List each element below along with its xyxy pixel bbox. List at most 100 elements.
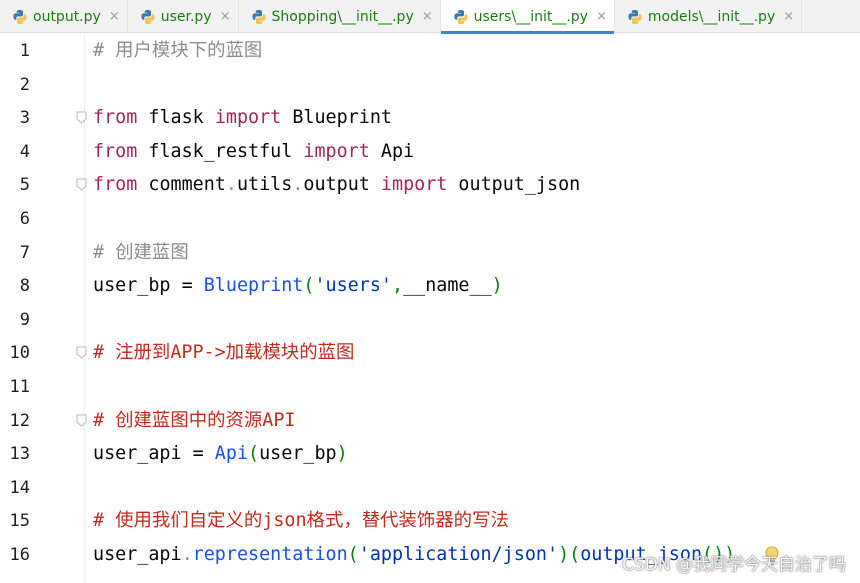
code-line[interactable]: 14 [0, 471, 860, 505]
code-text: from comment.utils.output import output_… [93, 168, 580, 202]
line-number: 9 [19, 309, 30, 330]
code-line[interactable]: 3 from flask import Blueprint [0, 101, 860, 135]
code-token: # 创建蓝图 [93, 241, 189, 263]
line-number: 15 [9, 511, 30, 532]
tab-label: user.py [160, 8, 212, 25]
code-token: flask [137, 107, 215, 129]
python-file-icon [454, 9, 468, 24]
close-icon[interactable]: × [219, 9, 231, 24]
code-token: ) [491, 275, 503, 297]
code-text: # 注册到APP->加载模块的蓝图 [93, 336, 354, 370]
python-file-icon [251, 9, 266, 24]
code-text: user_api = Api(user_bp) [93, 437, 348, 471]
lightbulb-icon[interactable] [765, 546, 779, 566]
code-token: ( [248, 443, 260, 465]
tab-label: users\__init__.py [473, 8, 588, 25]
tab-label: models\__init__.py [647, 8, 776, 25]
line-number: 8 [19, 276, 30, 297]
tab-2[interactable]: Shopping\__init__.py × [239, 0, 441, 33]
line-number: 3 [19, 108, 30, 129]
close-icon[interactable]: × [108, 9, 120, 24]
code-text: # 用户模块下的蓝图 [93, 34, 262, 68]
line-number: 1 [19, 41, 30, 61]
code-token: from [93, 107, 138, 129]
code-token: user_api [93, 443, 193, 465]
code-token: # 使用我们自定义的json格式，替代装饰器的写法 [93, 510, 509, 532]
code-token: = [181, 275, 193, 297]
code-token: user_bp [259, 443, 337, 465]
code-line[interactable]: 10 # 注册到APP->加载模块的蓝图 [0, 336, 860, 370]
code-token: user_api [93, 544, 182, 565]
code-line[interactable]: 13 user_api = Api(user_bp) [0, 437, 860, 471]
code-editor[interactable]: 1 # 用户模块下的蓝图 2 3 from flask import Blueprint… [0, 34, 860, 583]
line-number: 13 [9, 444, 30, 465]
code-token: Blueprint [281, 107, 392, 129]
tab-label: Shopping\__init__.py [271, 8, 414, 25]
code-line[interactable]: 11 [0, 370, 860, 404]
code-token: ( [347, 544, 359, 565]
code-token: representation [192, 544, 348, 565]
code-token: output [303, 174, 381, 196]
code-token: , [391, 275, 404, 297]
code-token: user_bp [93, 275, 182, 297]
code-token: from [93, 174, 138, 196]
code-line[interactable]: 7 # 创建蓝图 [0, 236, 860, 270]
code-line[interactable]: 12 # 创建蓝图中的资源API [0, 404, 860, 438]
code-token: 'users' [314, 275, 392, 297]
code-text: from flask import Blueprint [93, 101, 392, 135]
line-number: 7 [19, 242, 30, 263]
line-number: 6 [19, 209, 30, 229]
fold-marker-icon[interactable] [76, 111, 87, 124]
code-token: ) [336, 443, 348, 465]
code-token: 'application/json' [358, 544, 559, 565]
gutter-separator [84, 34, 85, 583]
python-file-icon [13, 9, 27, 24]
code-token: )( [558, 544, 581, 565]
code-line[interactable]: 9 [0, 303, 860, 337]
tab-1[interactable]: user.py × [128, 0, 239, 33]
code-line[interactable]: 15 # 使用我们自定义的json格式，替代装饰器的写法 [0, 504, 860, 538]
code-text: # 创建蓝图中的资源API [93, 404, 296, 438]
code-token: . [181, 544, 193, 565]
line-number: 11 [9, 377, 30, 397]
code-token: # 用户模块下的蓝图 [93, 40, 263, 61]
tab-3[interactable]: users\__init__.py × [440, 0, 615, 34]
close-icon[interactable]: × [595, 9, 607, 24]
code-token: import [214, 107, 282, 129]
code-token: . [225, 174, 237, 196]
code-token: utils [236, 174, 293, 196]
code-token: . [292, 174, 304, 196]
line-number: 5 [19, 175, 30, 196]
code-line[interactable]: 6 [0, 202, 860, 236]
code-token: output_json [447, 174, 581, 196]
code-token: from [93, 140, 138, 162]
code-token: Api [369, 140, 415, 162]
code-token: Api [203, 443, 249, 465]
code-token: comment [137, 174, 226, 196]
code-text: user_api.representation('application/jso… [93, 538, 735, 572]
line-number: 10 [9, 343, 30, 364]
code-line[interactable]: 1 # 用户模块下的蓝图 [0, 34, 860, 68]
python-file-icon [141, 9, 155, 24]
watermark: CSDN @我同学今天自治了吗 [622, 555, 846, 575]
close-icon[interactable]: × [783, 9, 795, 24]
code-text: from flask_restful import Api [93, 135, 414, 169]
fold-marker-icon[interactable] [76, 346, 87, 360]
code-token: Blueprint [192, 275, 304, 297]
fold-marker-icon[interactable] [76, 178, 87, 192]
line-number: 2 [19, 74, 30, 95]
close-icon[interactable]: × [421, 9, 433, 24]
code-token: ()) [702, 544, 736, 565]
code-token: import [380, 174, 448, 196]
line-number: 12 [9, 410, 30, 431]
code-line[interactable]: 2 [0, 68, 860, 102]
editor-tab-bar: output.py×user.py×Shopping\__init__.py×u… [0, 0, 860, 34]
tab-0[interactable]: output.py× [0, 0, 128, 33]
tab-4[interactable]: models\__init__.py × [615, 0, 803, 33]
fold-marker-icon[interactable] [76, 414, 87, 427]
line-number: 14 [9, 477, 30, 498]
